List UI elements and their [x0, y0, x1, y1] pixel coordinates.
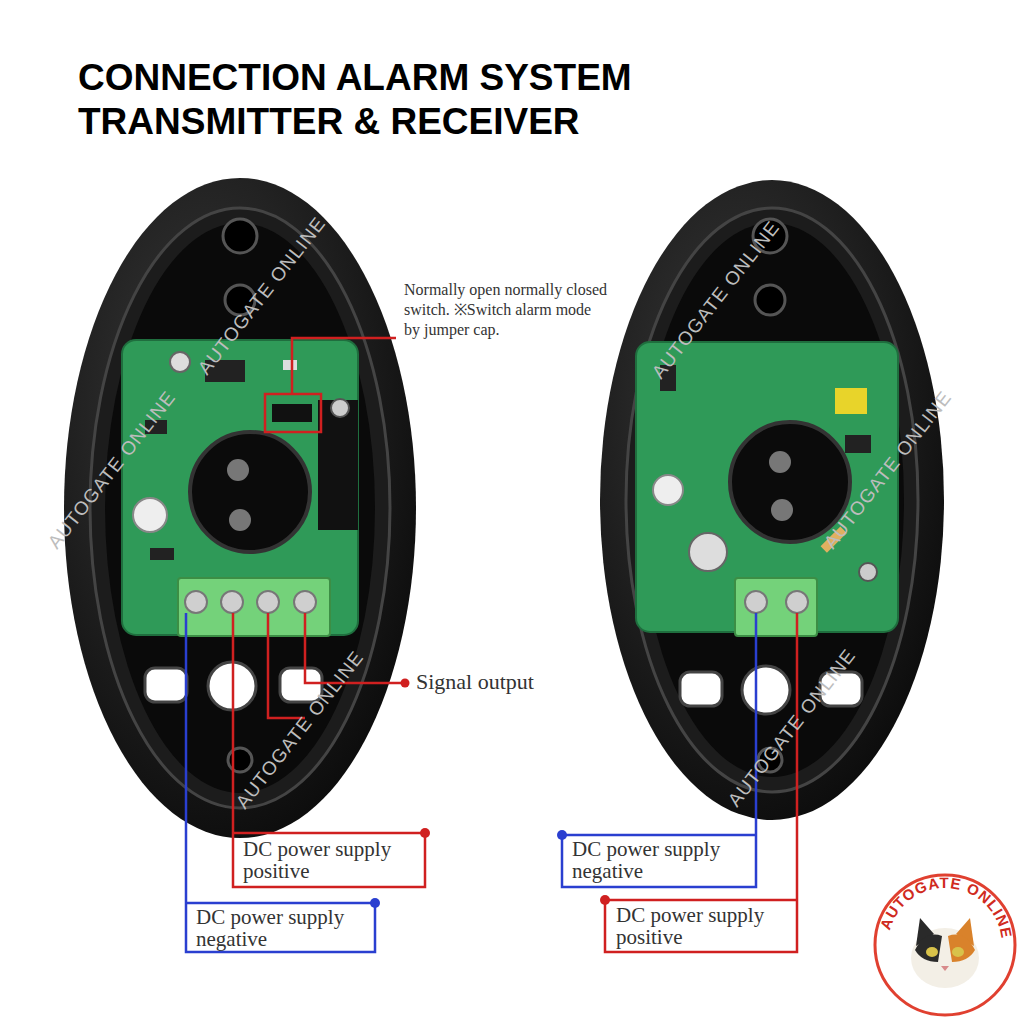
lens-element	[227, 459, 249, 481]
lens-element	[771, 499, 793, 521]
callout-note: Normally open normally closed switch. ※S…	[404, 280, 609, 340]
signal-label: Signal output	[416, 670, 586, 694]
leader-dot	[401, 679, 410, 688]
lens-element	[229, 509, 251, 531]
terminal-screw	[745, 591, 767, 613]
positive-wire	[233, 613, 425, 887]
board-screw	[859, 563, 877, 581]
leader-dot	[600, 895, 610, 905]
board-screw	[331, 399, 349, 417]
signal-wire	[268, 613, 305, 718]
negative-wire	[186, 613, 375, 952]
terminal-screw	[294, 591, 316, 613]
right-housing	[600, 180, 944, 820]
housing-shell	[600, 180, 944, 820]
terminal-block	[735, 578, 817, 636]
capacitor	[133, 498, 167, 532]
leader-dot	[420, 828, 430, 838]
left-housing	[64, 178, 416, 838]
power-label: DC power supply positive	[616, 904, 766, 948]
capacitor	[689, 533, 727, 571]
brand-logo: AUTOGATE ONLINE	[870, 870, 1020, 1020]
terminal-screw	[786, 591, 808, 613]
cat-patch	[915, 935, 942, 962]
led	[283, 360, 297, 370]
power-label: DC power supply positive	[243, 838, 393, 882]
jumper-pins	[272, 404, 312, 422]
jumper-highlight	[265, 394, 321, 432]
terminal-screw	[185, 591, 207, 613]
logo-text: AUTOGATE ONLINE	[876, 874, 1015, 940]
leader-dot	[370, 898, 380, 908]
chip	[150, 548, 174, 560]
cable-hole	[742, 666, 790, 714]
terminal-screw	[221, 591, 243, 613]
negative-wire	[562, 613, 756, 887]
left-wiring	[186, 338, 425, 952]
diagram-title: CONNECTION ALARM SYSTEM TRANSMITTER & RE…	[78, 56, 688, 145]
power-label: DC power supply negative	[196, 906, 346, 950]
logo-text: AUTOGATE ONLINE	[876, 874, 1015, 940]
cat-eye	[952, 947, 964, 957]
optical-lens	[190, 432, 310, 552]
mount-hole	[228, 748, 252, 772]
cable-hole	[145, 668, 187, 702]
power-label: DC power supply negative	[572, 838, 722, 882]
capacitor	[653, 475, 683, 505]
circuit-board	[122, 340, 358, 635]
mount-hole	[755, 285, 785, 315]
yellow-component	[835, 388, 867, 414]
terminal-block	[178, 578, 330, 636]
chip	[845, 435, 871, 453]
cat-eye	[926, 947, 938, 957]
housing-rim	[90, 208, 390, 808]
jumper-leader	[292, 338, 396, 394]
mount-hole	[223, 219, 257, 253]
positive-wire	[605, 613, 797, 952]
relay-component	[318, 400, 358, 530]
cable-hole	[680, 672, 722, 706]
capacitor	[170, 352, 190, 372]
leader-dot	[557, 830, 567, 840]
lens-element	[769, 451, 791, 473]
terminal-screw	[257, 591, 279, 613]
cat-patch	[948, 935, 975, 962]
cat-nose	[941, 966, 949, 971]
housing-shell	[64, 178, 416, 838]
